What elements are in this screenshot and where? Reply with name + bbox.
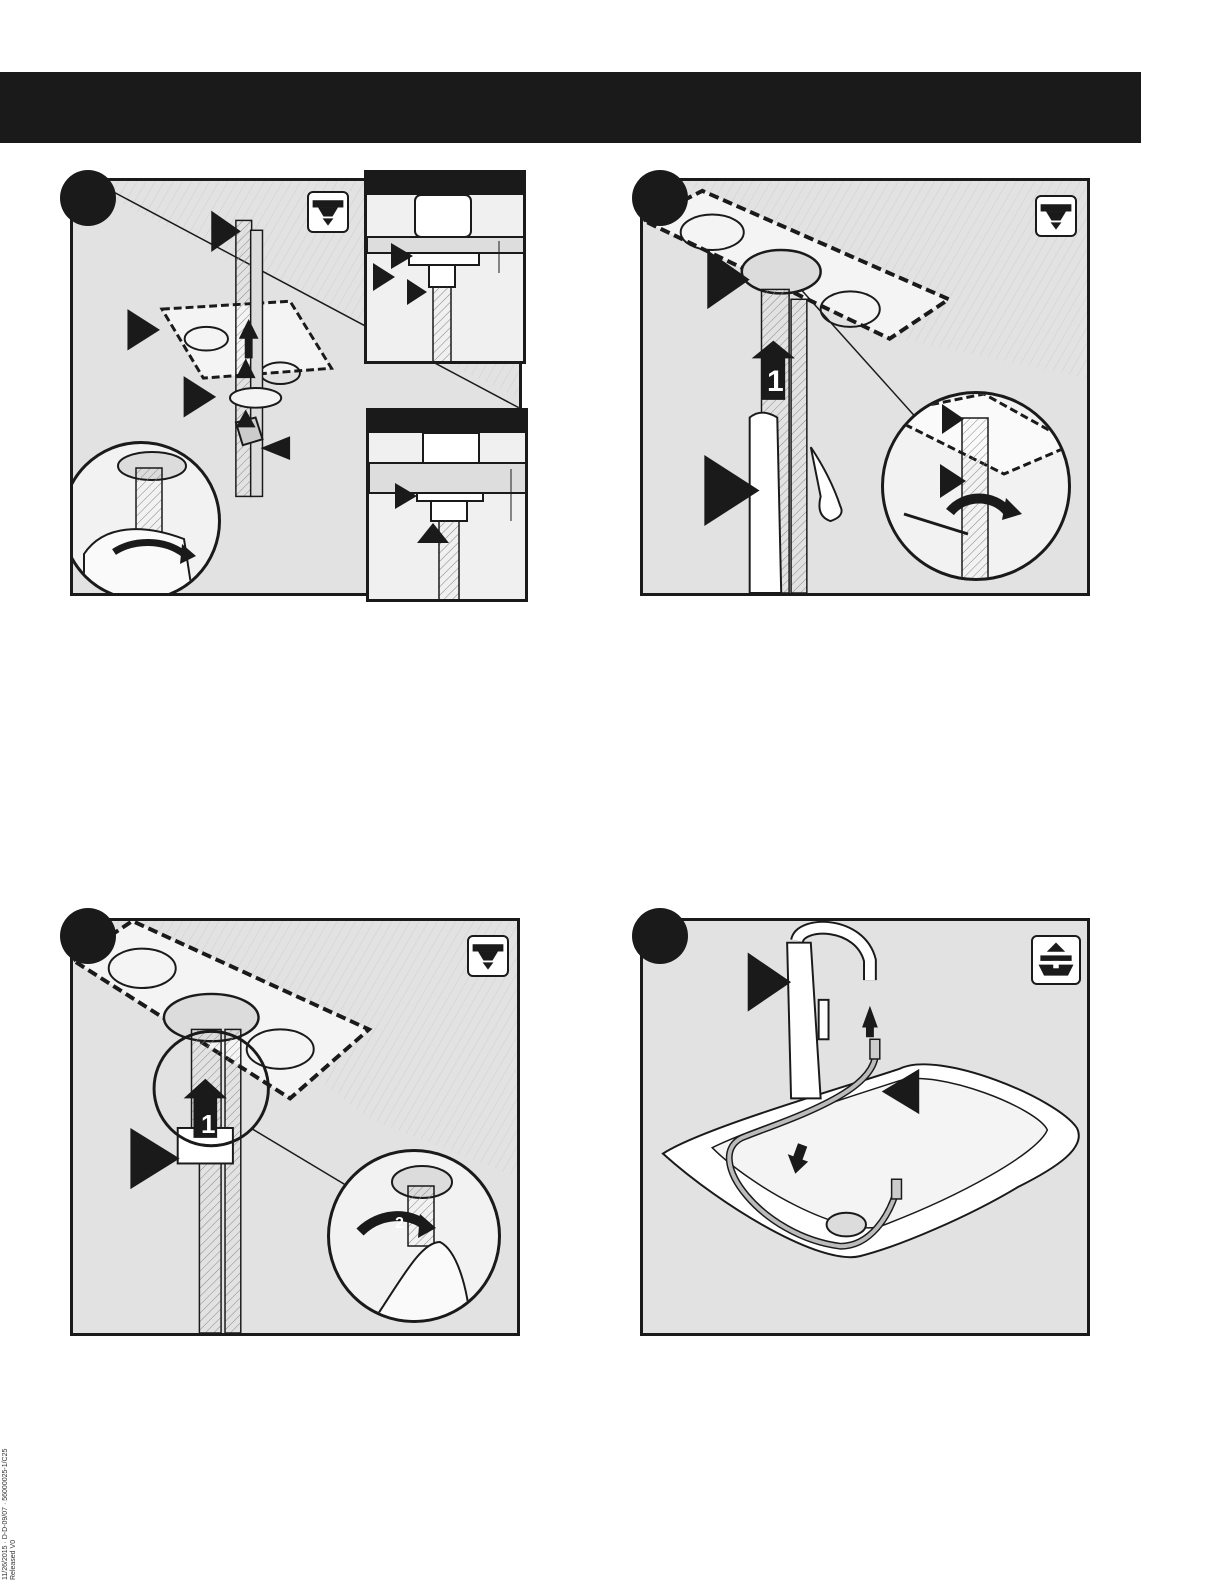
- wrench-tighten-zoom-circle-1: [70, 441, 221, 596]
- above-sink-icon: [1031, 935, 1081, 985]
- document-code-line-1: 11/26/2015 · D-D-09/07 · 56000025-1/C25: [2, 1449, 10, 1580]
- document-code: 11/26/2015 · D-D-09/07 · 56000025-1/C25 …: [2, 1449, 18, 1580]
- detail-inset-top: [364, 170, 526, 364]
- step-number-circle-4: [632, 908, 688, 964]
- hand-tighten-zoom-circle: [327, 1149, 501, 1323]
- step-number-circle-1: [60, 170, 116, 226]
- step-number-circle-2: [632, 170, 688, 226]
- step-number-circle-3: [60, 908, 116, 964]
- step-panel-3: 1 2: [70, 918, 520, 1336]
- header-bar: [0, 72, 1141, 143]
- document-code-line-2: Released V0: [10, 1449, 18, 1580]
- panel-4-illustration: [643, 921, 1087, 1333]
- wrench-tighten-zoom-circle-2: [881, 391, 1071, 581]
- under-sink-icon: [307, 191, 349, 233]
- detail-inset-bottom: [366, 408, 528, 602]
- step-panel-4: [640, 918, 1090, 1336]
- under-sink-icon: [1035, 195, 1077, 237]
- under-sink-icon: [467, 935, 509, 977]
- step-panel-2: 1: [640, 178, 1090, 596]
